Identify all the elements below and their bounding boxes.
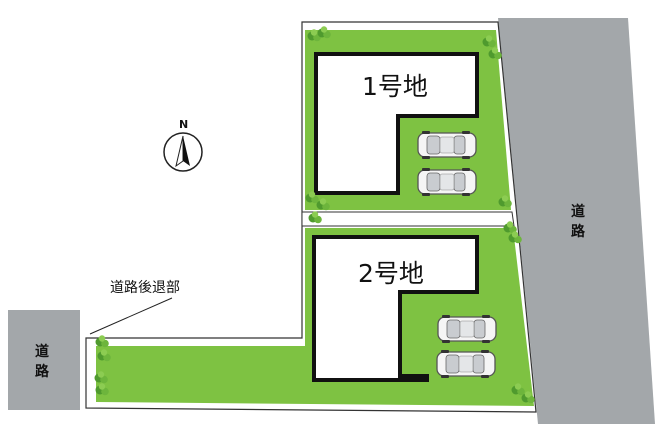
car-icon <box>437 314 497 344</box>
road-east <box>498 18 655 424</box>
car-icon <box>417 167 477 197</box>
compass-icon <box>163 132 203 172</box>
compass-label: N <box>179 118 188 131</box>
lot-1-label: 1号地 <box>362 72 428 101</box>
lot-2-label: 2号地 <box>358 259 424 288</box>
road-east-label-2: 路 <box>571 223 586 240</box>
building-lot-2 <box>312 235 479 382</box>
building-lot-1 <box>314 52 479 195</box>
lot-divider <box>301 211 515 227</box>
car-icon <box>417 130 477 160</box>
road-west <box>8 310 80 410</box>
road-east-label-1: 道 <box>571 203 585 220</box>
road-west-label-1: 道 <box>35 343 49 360</box>
shrub-icon <box>95 335 109 348</box>
setback-leader <box>89 297 173 335</box>
road-west-label-2: 路 <box>35 363 50 380</box>
setback-label: 道路後退部 <box>110 280 180 296</box>
car-icon <box>436 349 496 379</box>
